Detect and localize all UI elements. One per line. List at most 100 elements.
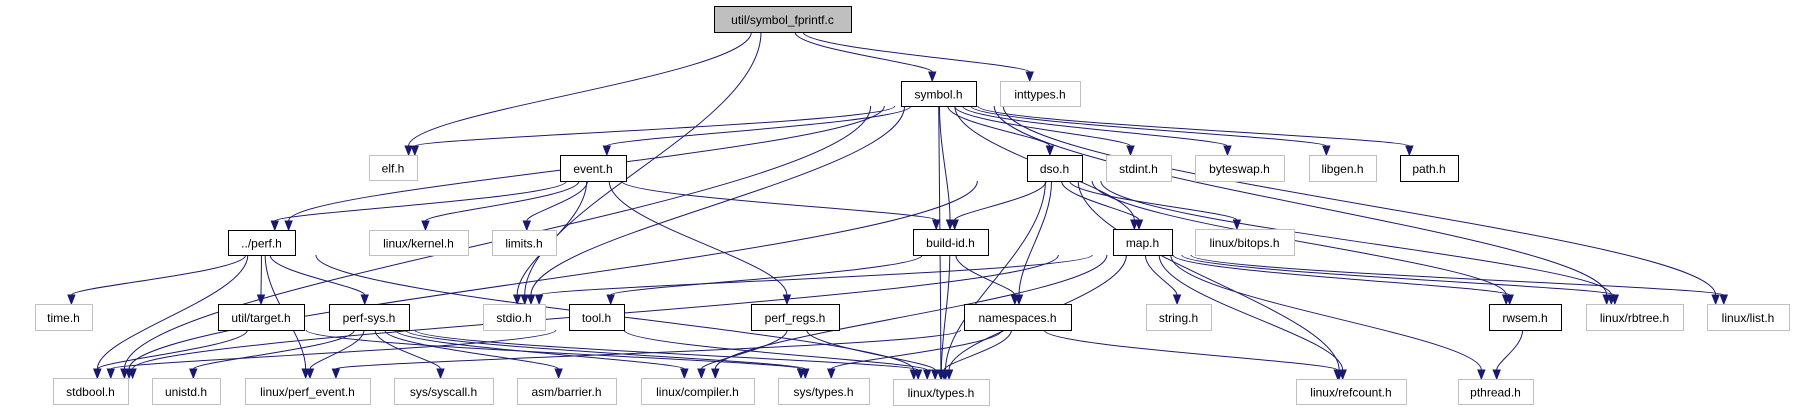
node-perfregs[interactable]: perf_regs.h <box>751 304 840 331</box>
node-rwsem[interactable]: rwsem.h <box>1489 304 1562 331</box>
edge-line <box>1077 180 1340 371</box>
arrowhead-icon <box>1010 294 1020 306</box>
edge-line <box>424 180 580 222</box>
edge-line <box>830 329 1003 370</box>
edge-line <box>1069 180 1238 221</box>
node-label: dso.h <box>1040 162 1069 176</box>
node-symbol[interactable]: symbol.h <box>901 81 977 107</box>
edge-perfsys-to-systypes <box>404 329 810 380</box>
edge-perfsys-to-barrier <box>384 329 563 380</box>
node-label: linux/list.h <box>1722 311 1775 325</box>
node-box <box>329 304 410 331</box>
node-kernel: linux/kernel.h <box>369 230 469 256</box>
node-label: stdbool.h <box>66 385 115 399</box>
edge-namespaces-to-perfevent <box>331 329 962 380</box>
node-label: ../perf.h <box>241 237 282 251</box>
node-perf[interactable]: ../perf.h <box>228 230 296 256</box>
node-unistd: unistd.h <box>152 378 221 405</box>
arrowhead-icon <box>827 368 836 380</box>
node-label: rwsem.h <box>1502 311 1547 325</box>
node-byteswap: byteswap.h <box>1195 155 1285 182</box>
edge-buildid-to-linuxtypes <box>937 254 951 381</box>
node-target[interactable]: util/target.h <box>218 304 305 331</box>
node-box <box>964 304 1072 331</box>
node-limits: limits.h <box>492 230 557 256</box>
arrowhead-icon <box>421 220 430 232</box>
edge-line <box>128 180 978 370</box>
edge-perfsys-to-compiler <box>394 329 689 380</box>
edge-line <box>1091 180 1507 296</box>
arrowhead-icon <box>1492 369 1501 381</box>
edge-dso-to-buildid <box>950 180 1047 231</box>
arrowhead-icon <box>950 219 959 231</box>
node-label: stdio.h <box>496 311 531 325</box>
node-box <box>569 304 625 331</box>
arrowhead-icon <box>944 369 954 381</box>
node-buildid[interactable]: build-id.h <box>913 229 989 256</box>
edge-map-to-pthread <box>1170 254 1486 381</box>
edge-symbol-to-libgen <box>970 105 1331 157</box>
edge-event-to-kernel <box>421 180 580 232</box>
node-tool[interactable]: tool.h <box>569 304 625 331</box>
node-map[interactable]: map.h <box>1113 229 1173 256</box>
edge-line <box>526 180 588 222</box>
edge-rwsem-to-pthread <box>1492 329 1524 381</box>
node-label: linux/types.h <box>908 386 975 400</box>
edge-symbol-to-path <box>977 105 1414 157</box>
edge-line <box>1144 254 1178 296</box>
node-perfevent: linux/perf_event.h <box>245 378 371 405</box>
node-box <box>394 378 494 405</box>
node-label: tool.h <box>582 311 611 325</box>
arrowhead-icon <box>512 294 522 306</box>
node-time: time.h <box>35 304 93 331</box>
node-label: linux/perf_event.h <box>260 385 355 399</box>
node-dso[interactable]: dso.h <box>1027 155 1083 182</box>
node-box <box>492 230 557 256</box>
edge-line <box>606 105 912 147</box>
arrowhead-icon <box>1134 219 1144 231</box>
edge-line <box>940 254 951 371</box>
node-barrier: asm/barrier.h <box>517 378 617 405</box>
edge-dso-to-linuxtypes <box>941 180 1046 381</box>
node-box <box>778 378 870 405</box>
edge-tool-to-linuxtypes <box>623 329 932 381</box>
edge-line <box>538 254 1093 296</box>
edge-line <box>305 329 802 370</box>
node-path[interactable]: path.h <box>1400 155 1459 182</box>
arrowhead-icon <box>1232 219 1242 231</box>
node-label: asm/barrier.h <box>531 385 601 399</box>
arrowhead-icon <box>106 368 115 380</box>
node-box <box>245 378 371 405</box>
edge-dso-to-map <box>1061 180 1144 231</box>
node-root[interactable]: util/symbol_fprintf.c <box>714 6 852 33</box>
node-stdio: stdio.h <box>483 304 546 331</box>
node-label: util/symbol_fprintf.c <box>731 13 834 27</box>
node-label: unistd.h <box>165 385 207 399</box>
node-event[interactable]: event.h <box>560 155 627 182</box>
edge-perfregs-to-compiler <box>697 329 788 380</box>
node-bitops: linux/bitops.h <box>1195 229 1295 256</box>
edge-line <box>530 105 906 296</box>
edge-perfsys-to-unistd <box>189 329 355 380</box>
arrowhead-icon <box>1711 294 1720 306</box>
node-stdbool: stdbool.h <box>53 378 129 405</box>
edge-event-to-perfregs <box>608 180 792 306</box>
node-label: sys/types.h <box>793 385 853 399</box>
node-box <box>517 378 617 405</box>
edge-line <box>954 180 1047 221</box>
edge-line <box>993 105 1608 296</box>
node-perfsys[interactable]: perf-sys.h <box>329 304 410 331</box>
node-box <box>1458 379 1534 405</box>
arrowhead-icon <box>93 368 102 380</box>
node-label: time.h <box>47 311 80 325</box>
node-inttypes: inttypes.h <box>1000 81 1081 107</box>
edge-event-to-perf <box>270 180 567 232</box>
edge-perf-to-perfsys <box>269 254 369 306</box>
node-label: linux/refcount.h <box>1310 386 1391 400</box>
node-namespaces[interactable]: namespaces.h <box>964 304 1072 331</box>
arrowhead-icon <box>680 368 689 380</box>
edge-line <box>1181 254 1616 296</box>
edge-line <box>945 180 1046 371</box>
node-label: stdint.h <box>1119 162 1158 176</box>
node-refcount: linux/refcount.h <box>1296 379 1407 405</box>
